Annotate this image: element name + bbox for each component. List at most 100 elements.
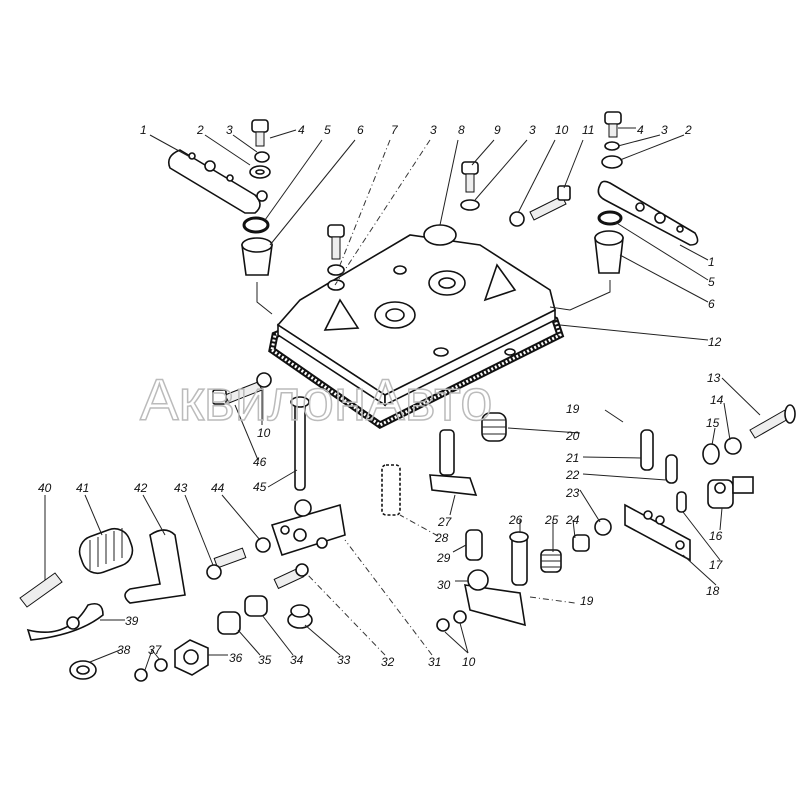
fitting-6-left bbox=[241, 237, 273, 276]
label-6: 6 bbox=[357, 123, 364, 137]
label-10: 10 bbox=[257, 426, 271, 440]
bushing-33 bbox=[287, 604, 313, 629]
label-4: 4 bbox=[298, 123, 305, 137]
label-5: 5 bbox=[324, 123, 331, 137]
label-1: 1 bbox=[708, 255, 715, 269]
label-35: 35 bbox=[258, 653, 272, 667]
label-18: 18 bbox=[706, 584, 720, 598]
washer-2-left bbox=[249, 165, 271, 179]
label-25: 25 bbox=[544, 513, 559, 527]
label-21: 21 bbox=[565, 451, 579, 465]
label-26: 26 bbox=[508, 513, 523, 527]
parts-23-24-25 bbox=[540, 518, 612, 573]
label-16: 16 bbox=[709, 529, 723, 543]
label-3: 3 bbox=[226, 123, 233, 137]
label-31: 31 bbox=[428, 655, 441, 669]
tube-left bbox=[256, 282, 273, 315]
label-34: 34 bbox=[290, 653, 304, 667]
bolt-32 bbox=[273, 563, 309, 590]
label-2: 2 bbox=[684, 123, 692, 137]
label-44: 44 bbox=[211, 481, 225, 495]
spring-41 bbox=[78, 527, 134, 575]
bushing-29 bbox=[465, 529, 483, 561]
bracket-18 bbox=[624, 503, 691, 562]
watermark: АквилонАвто bbox=[140, 368, 492, 433]
bolt-13 bbox=[702, 404, 796, 465]
label-4: 4 bbox=[637, 123, 644, 137]
label-3: 3 bbox=[430, 123, 437, 137]
label-3: 3 bbox=[529, 123, 536, 137]
bolt-9 bbox=[460, 161, 480, 211]
label-23: 23 bbox=[565, 486, 580, 500]
lockwasher-3-left bbox=[254, 151, 270, 163]
label-11: 11 bbox=[582, 123, 594, 137]
label-45: 45 bbox=[253, 480, 267, 494]
nuts-10 bbox=[436, 610, 467, 632]
label-12: 12 bbox=[708, 335, 722, 349]
label-29: 29 bbox=[436, 551, 451, 565]
tube-right bbox=[549, 280, 611, 311]
bolt-4-left bbox=[251, 119, 269, 147]
pin-26 bbox=[509, 531, 529, 586]
label-46: 46 bbox=[253, 455, 267, 469]
nut-36 bbox=[174, 639, 209, 676]
clevis-16 bbox=[707, 476, 754, 509]
pin-19 bbox=[604, 409, 624, 423]
label-32: 32 bbox=[381, 655, 395, 669]
label-1: 1 bbox=[140, 123, 147, 137]
plug-35 bbox=[217, 611, 241, 635]
label-27: 27 bbox=[437, 515, 453, 529]
label-10: 10 bbox=[462, 655, 476, 669]
label-41: 41 bbox=[76, 481, 89, 495]
label-17: 17 bbox=[709, 558, 724, 572]
lever-27 bbox=[429, 429, 478, 496]
label-3: 3 bbox=[661, 123, 668, 137]
nuts-37 bbox=[134, 658, 168, 682]
label-19: 19 bbox=[566, 402, 580, 416]
label-8: 8 bbox=[458, 123, 465, 137]
label-6: 6 bbox=[708, 297, 715, 311]
label-7: 7 bbox=[391, 123, 399, 137]
shaft-28 bbox=[381, 464, 401, 516]
cover-plate bbox=[276, 224, 556, 407]
pins-21-22-17 bbox=[640, 429, 687, 513]
rod-45 bbox=[290, 396, 310, 491]
bushing-34 bbox=[244, 595, 268, 617]
bolt-4-right bbox=[601, 111, 623, 169]
fitting-6-right bbox=[594, 230, 624, 274]
bolt-11-nut-10 bbox=[509, 185, 571, 227]
spring-40 bbox=[19, 572, 63, 608]
eyebolt-43 bbox=[206, 547, 247, 580]
lever-39 bbox=[26, 602, 104, 641]
label-30: 30 bbox=[437, 578, 451, 592]
label-37: 37 bbox=[148, 643, 163, 657]
label-43: 43 bbox=[174, 481, 188, 495]
oring-5-left bbox=[242, 216, 270, 234]
washer-38 bbox=[69, 660, 97, 680]
label-28: 28 bbox=[434, 531, 449, 545]
label-14: 14 bbox=[710, 393, 724, 407]
label-19: 19 bbox=[580, 594, 594, 608]
right-lever-1 bbox=[597, 180, 699, 246]
bolt-46-nut-10 bbox=[212, 372, 272, 405]
label-20: 20 bbox=[565, 429, 580, 443]
label-40: 40 bbox=[38, 481, 52, 495]
oring-5-right bbox=[597, 210, 623, 226]
left-lever-1 bbox=[167, 149, 268, 214]
label-15: 15 bbox=[706, 416, 720, 430]
label-42: 42 bbox=[134, 481, 148, 495]
label-22: 22 bbox=[565, 468, 580, 482]
label-2: 2 bbox=[196, 123, 204, 137]
label-24: 24 bbox=[565, 513, 580, 527]
arm-30 bbox=[463, 569, 526, 627]
lever-31 bbox=[270, 499, 346, 557]
label-10: 10 bbox=[555, 123, 569, 137]
part-labels: 1 2 3 4 5 6 7 3 8 9 3 10 11 4 3 2 1 5 6 … bbox=[38, 123, 724, 669]
label-38: 38 bbox=[117, 643, 131, 657]
label-39: 39 bbox=[125, 614, 139, 628]
leader-lines bbox=[44, 127, 761, 671]
nut-44 bbox=[255, 537, 271, 553]
spring-20 bbox=[481, 412, 507, 442]
